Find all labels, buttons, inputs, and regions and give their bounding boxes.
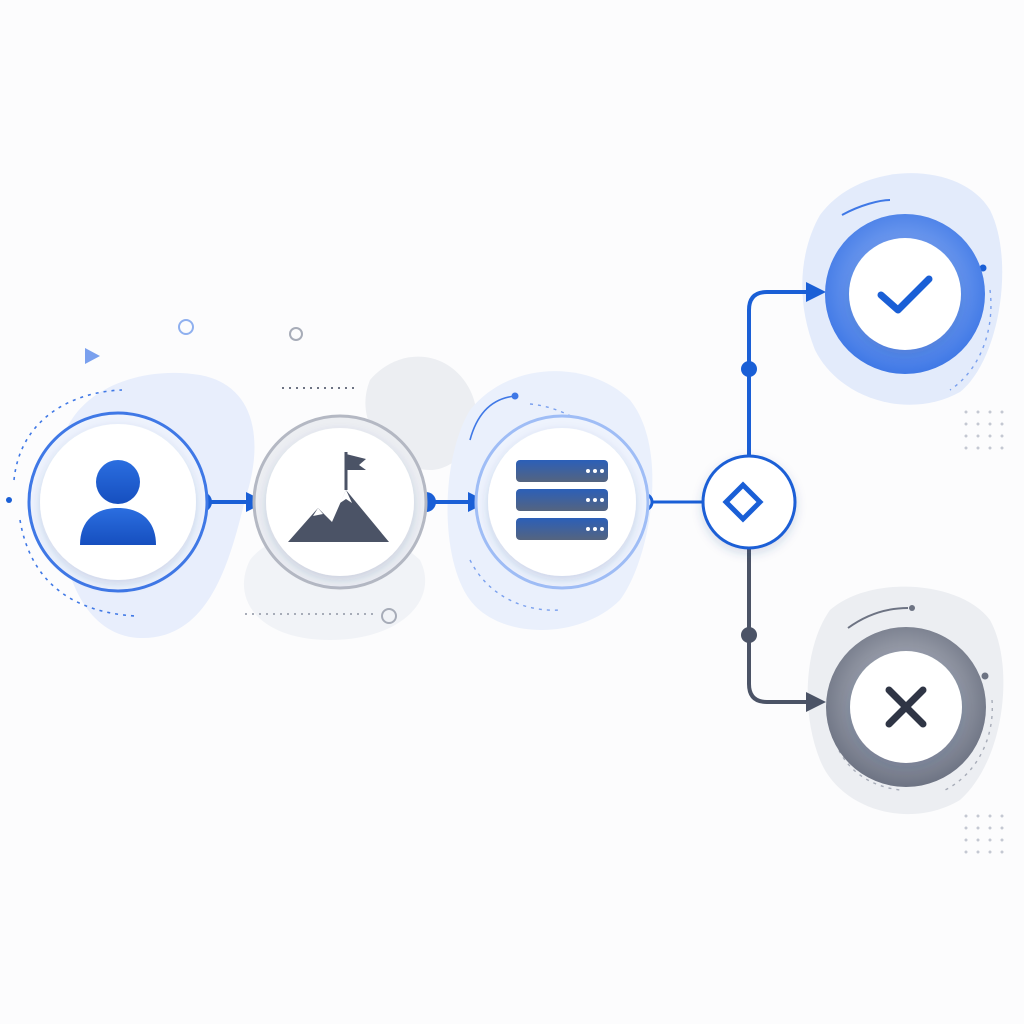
node-goal[interactable]	[252, 414, 428, 590]
dot-grid-decoration	[964, 410, 1004, 450]
dot-decoration	[511, 392, 519, 400]
dashed-arc-decoration	[944, 699, 993, 791]
dot-grid-decoration	[964, 814, 1004, 854]
node-server[interactable]	[474, 414, 650, 590]
connector-dot	[741, 627, 757, 643]
dashed-arc-decoration	[469, 395, 516, 441]
small-ring-decoration	[178, 319, 194, 335]
arc-decoration	[847, 607, 909, 629]
edge-decision-success	[747, 282, 826, 458]
node-decision[interactable]	[701, 454, 797, 550]
dashed-arc-decoration	[949, 289, 992, 391]
node-success[interactable]	[825, 214, 985, 374]
node-failure[interactable]	[826, 627, 986, 787]
dashed-arc-decoration	[469, 559, 561, 611]
user-icon	[80, 460, 156, 545]
arc-decoration	[841, 199, 891, 216]
check-icon	[877, 275, 933, 314]
play-triangle-icon	[85, 348, 100, 364]
node-user[interactable]	[27, 411, 209, 593]
diamond-icon	[722, 481, 764, 523]
dot-decoration	[979, 264, 987, 272]
server-stack-icon	[516, 460, 608, 540]
connector-dot	[741, 361, 757, 377]
dot-decoration	[909, 605, 915, 611]
edge-decision-failure	[747, 546, 826, 712]
dot-decoration	[6, 497, 12, 503]
small-ring-decoration	[381, 608, 397, 624]
mountain-flag-icon	[288, 452, 389, 542]
dot-decoration	[981, 672, 989, 680]
x-icon	[885, 686, 927, 728]
small-ring-decoration	[289, 327, 303, 341]
